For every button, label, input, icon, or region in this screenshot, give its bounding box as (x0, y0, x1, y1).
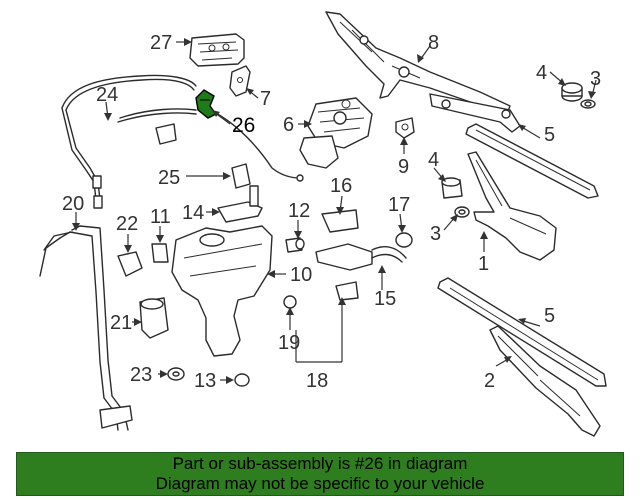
part-22-drawing (117, 251, 143, 277)
callout-19: 19 (278, 332, 300, 354)
part-18-drawing (335, 281, 359, 301)
callout-26-highlighted: 26 (232, 114, 255, 137)
part-5-top-drawing (465, 123, 599, 199)
callout-25: 25 (158, 167, 180, 189)
callout-12: 12 (288, 200, 310, 222)
part-16-drawing (321, 209, 359, 233)
part-21-drawing (139, 297, 169, 339)
part-3-top-drawing (580, 99, 596, 109)
callout-2: 2 (484, 370, 495, 392)
callout-3: 3 (430, 223, 441, 245)
callout-7: 7 (260, 88, 271, 110)
part-1-drawing (467, 151, 557, 261)
callout-18: 18 (306, 370, 328, 392)
part-24-drawing (61, 74, 197, 209)
part-17-drawing (395, 232, 413, 248)
callout-21: 21 (110, 312, 132, 334)
callout-1: 1 (478, 253, 489, 275)
part-info-banner: Part or sub-assembly is #26 in diagram D… (16, 452, 624, 496)
part-9-drawing (395, 117, 415, 139)
callout-13: 13 (194, 370, 216, 392)
callout-labels: 27 8 4 3 7 24 26 6 5 9 4 25 16 20 14 17 … (62, 32, 601, 392)
part-19-drawing (283, 295, 297, 309)
part-20-drawing (39, 225, 133, 431)
part-25-drawing (155, 123, 251, 189)
part-3-mid-drawing (454, 206, 470, 218)
part-23-drawing (167, 367, 185, 381)
part-12-drawing (285, 237, 305, 253)
callout-9: 9 (398, 156, 409, 178)
banner-line-disclaimer: Diagram may not be specific to your vehi… (155, 474, 485, 493)
part-11-drawing (151, 243, 169, 263)
hose-lower (213, 111, 304, 182)
callout-8: 8 (428, 32, 439, 54)
callout-3: 3 (590, 68, 601, 90)
callout-5: 5 (544, 124, 555, 146)
callout-17: 17 (388, 194, 410, 216)
part-4-top-drawing (561, 82, 583, 102)
callout-10: 10 (290, 264, 312, 286)
part-14-drawing (217, 185, 263, 223)
callout-6: 6 (283, 114, 294, 136)
callout-5: 5 (544, 305, 555, 327)
callout-24: 24 (96, 84, 118, 106)
part-6-drawing (299, 97, 373, 169)
part-26-drawing (195, 89, 218, 119)
callout-4: 4 (428, 149, 439, 171)
callout-23: 23 (130, 364, 152, 386)
part-4-mid-drawing (441, 177, 463, 199)
callout-16: 16 (330, 175, 352, 197)
part-2-drawing (489, 325, 601, 437)
part-15-drawing (315, 243, 407, 271)
parts-diagram: 27 8 4 3 7 24 26 6 5 9 4 25 16 20 14 17 … (39, 11, 607, 437)
callout-20: 20 (62, 193, 84, 215)
callout-11: 11 (150, 206, 171, 228)
leader-lines (72, 38, 597, 384)
callout-15: 15 (374, 288, 396, 310)
part-10-drawing (171, 225, 273, 357)
part-27-drawing (189, 33, 245, 67)
callout-4: 4 (536, 62, 547, 84)
banner-line-part: Part or sub-assembly is #26 in diagram (172, 454, 468, 473)
part-5-bottom-drawing (437, 277, 607, 387)
part-7-drawing (229, 65, 251, 97)
part-8-drawing (325, 11, 521, 133)
callout-22: 22 (116, 213, 138, 235)
callout-14: 14 (182, 202, 204, 224)
callout-27: 27 (150, 32, 172, 54)
part-13-drawing (234, 373, 250, 387)
